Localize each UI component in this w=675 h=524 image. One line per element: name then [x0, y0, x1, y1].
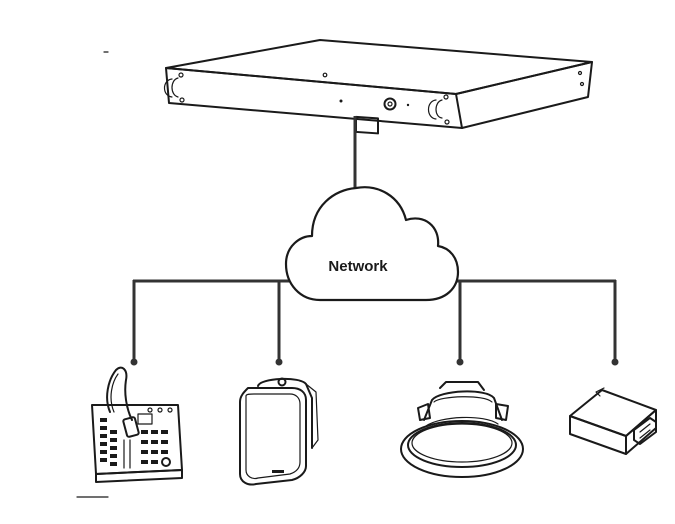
knob-icon: [383, 97, 397, 111]
network-cloud: Network: [284, 186, 460, 302]
connection-dot: [456, 358, 464, 366]
keypad: [100, 418, 168, 466]
cloud-label: Network: [328, 258, 388, 275]
connection-dot: [130, 358, 138, 366]
connection-dot: [275, 358, 283, 366]
connection-dot: [611, 358, 619, 366]
interface-module-device: [569, 387, 657, 455]
wall-speaker-device: [239, 377, 319, 486]
ceiling-speaker-device: [400, 381, 524, 478]
network-wires: [130, 116, 619, 366]
rack-controller-device: [163, 39, 593, 135]
call-station-device: [91, 366, 183, 483]
